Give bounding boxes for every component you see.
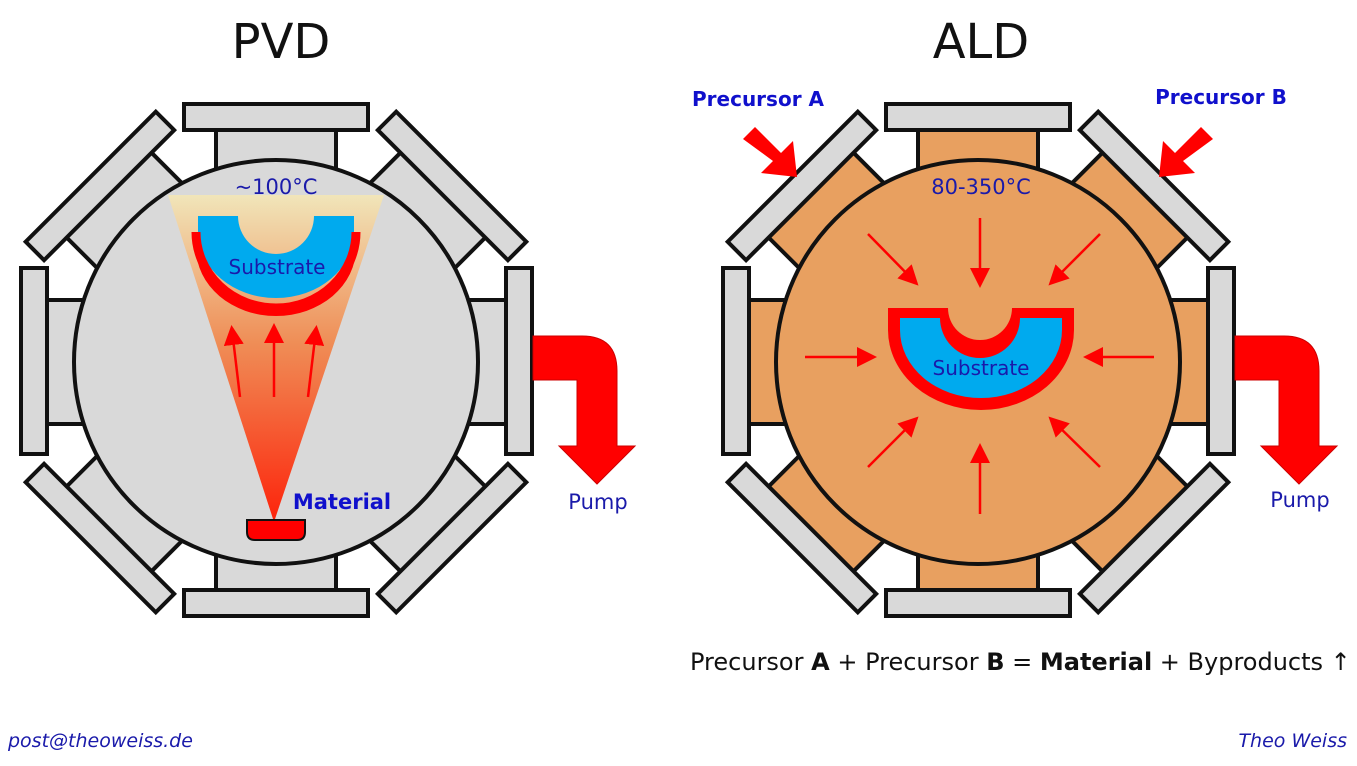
ald-precursor-a-label: Precursor A — [692, 87, 825, 111]
ald-flux-arrow-bl — [867, 416, 919, 468]
ald-chamber-group: ALD 80-350°C Substrate Precursor A Precu… — [692, 14, 1339, 618]
pvd-flux-arrow-right — [304, 325, 325, 398]
ald-title: ALD — [933, 14, 1030, 70]
pvd-substrate-label: Substrate — [229, 255, 326, 279]
pvd-material-label: Material — [293, 490, 391, 514]
ald-substrate — [900, 318, 1062, 398]
ald-flange-right — [1206, 266, 1236, 456]
ald-precursor-b-label: Precursor B — [1155, 85, 1287, 109]
footer-author: Theo Weiss — [1238, 730, 1347, 752]
equation-plus1: + Precursor — [829, 648, 987, 676]
ald-precursor-a-arrow — [743, 127, 797, 177]
ald-flange-diag-bl — [724, 460, 880, 616]
pvd-pump-arrow — [532, 335, 637, 485]
pvd-substrate — [198, 216, 354, 298]
ald-substrate-label: Substrate — [933, 356, 1030, 380]
ald-flange-diag-tl — [724, 108, 880, 264]
pvd-title: PVD — [232, 14, 331, 70]
ald-flange-bottom — [884, 588, 1072, 618]
ald-pump-label: Pump — [1270, 488, 1329, 512]
ald-precursor-b-arrow — [1159, 127, 1213, 177]
pvd-pump-label: Pump — [568, 490, 627, 514]
pvd-flux-arrow-left — [223, 325, 244, 398]
pvd-temperature: ~100°C — [235, 175, 318, 199]
ald-flux-arrow-tr — [1048, 233, 1101, 286]
pvd-material-crucible — [246, 519, 306, 541]
equation-eq: = — [1004, 648, 1040, 676]
equation-b: B — [986, 648, 1005, 676]
ald-flange-top — [884, 102, 1072, 132]
ald-pump-arrow — [1234, 335, 1339, 485]
ald-flux-arrow-br — [1048, 416, 1101, 468]
equation-plus2: + Byproducts ↑ — [1152, 648, 1351, 676]
pvd-flange-diag-bl — [22, 460, 178, 616]
pvd-flange-diag-tr — [374, 108, 530, 264]
pvd-flange-diag-br — [374, 460, 530, 616]
ald-flange-diag-tr — [1076, 108, 1232, 264]
pvd-flange-bottom — [182, 588, 370, 618]
ald-flange-diag-br — [1076, 460, 1232, 616]
pvd-flange-diag-tl — [22, 108, 178, 264]
pvd-flange-right — [504, 266, 534, 456]
reaction-equation: Precursor A + Precursor B = Material + B… — [690, 648, 1351, 676]
ald-flange-left — [721, 266, 751, 456]
equation-material: Material — [1039, 648, 1153, 676]
ald-temperature: 80-350°C — [931, 175, 1031, 199]
equation-part1: Precursor — [690, 648, 812, 676]
ald-flux-arrow-tl — [867, 233, 919, 286]
equation-a: A — [811, 648, 830, 676]
pvd-flange-left — [19, 266, 49, 456]
footer-email: post@theoweiss.de — [8, 730, 193, 752]
pvd-chamber-group: PVD ~100°C Substrate Material Pump — [19, 14, 637, 618]
pvd-flange-top — [182, 102, 370, 132]
